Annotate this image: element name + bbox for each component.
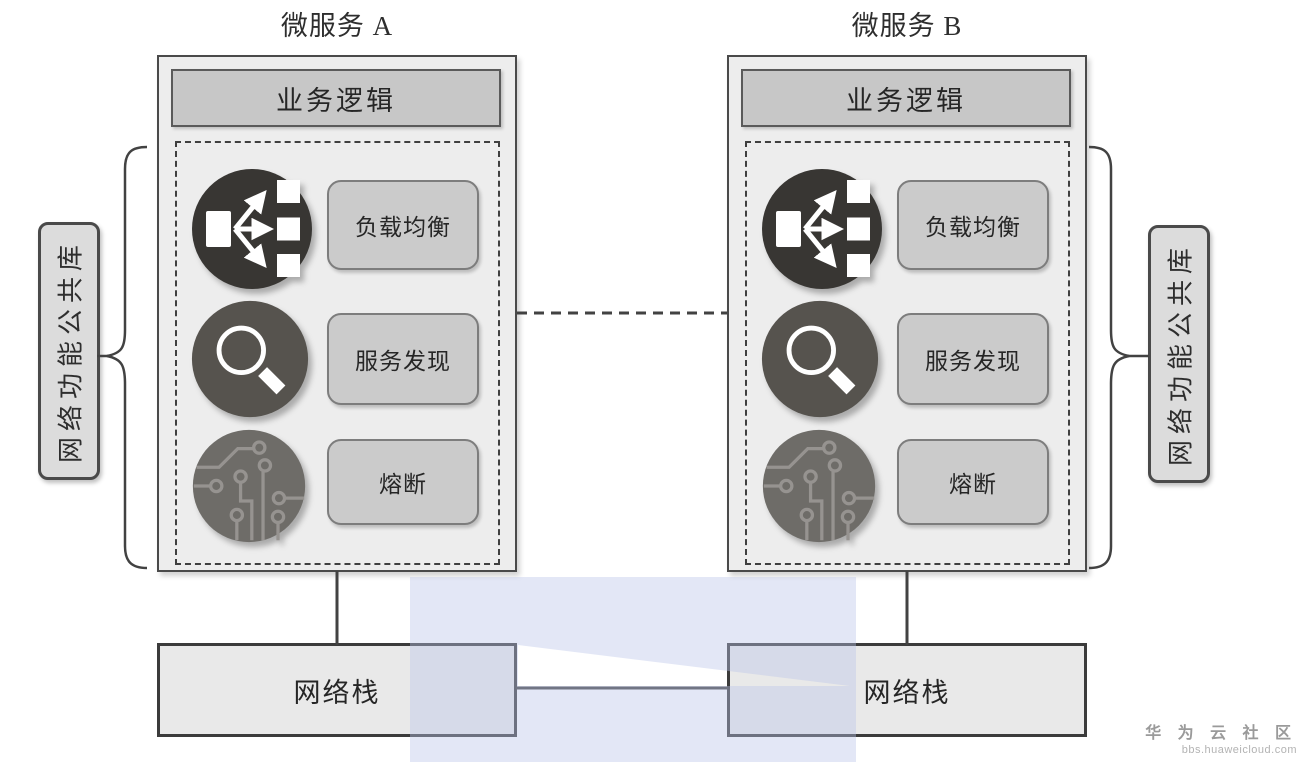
service-discovery-icon	[190, 299, 310, 419]
feature-label: 服务发现	[897, 313, 1049, 405]
service-a-box: 业务逻辑 负载均衡 服务发现 熔断	[157, 55, 517, 572]
feature-label: 负载均衡	[327, 180, 479, 270]
feature-label: 熔断	[327, 439, 479, 525]
watermark-site: bbs.huaweicloud.com	[1181, 744, 1297, 756]
side-label-right: 网络功能公共库	[1148, 225, 1210, 483]
feature-label: 服务发现	[327, 313, 479, 405]
right-brace	[1088, 145, 1130, 570]
circuit-breaker-icon	[191, 428, 307, 544]
network-lib-panel	[745, 141, 1070, 565]
service-a-title: 微服务 A	[280, 11, 394, 41]
side-label-left: 网络功能公共库	[38, 222, 100, 480]
network-stack-a: 网络栈	[157, 643, 517, 737]
service-b-box: 业务逻辑 负载均衡 服务发现 熔断	[727, 55, 1087, 572]
network-lib-panel	[175, 141, 500, 565]
load-balancer-icon	[190, 167, 314, 291]
service-b-title: 微服务 B	[851, 11, 963, 41]
watermark-brand: 华 为 云 社 区	[1145, 725, 1297, 742]
feature-label: 熔断	[897, 439, 1049, 525]
circuit-breaker-icon	[761, 428, 877, 544]
left-brace	[106, 145, 148, 570]
feature-label: 负载均衡	[897, 180, 1049, 270]
business-logic-bar: 业务逻辑	[741, 69, 1071, 127]
business-logic-bar: 业务逻辑	[171, 69, 501, 127]
network-stack-b: 网络栈	[727, 643, 1087, 737]
watermark: 华 为 云 社 区 bbs.huaweicloud.com	[1145, 719, 1297, 756]
load-balancer-icon	[760, 167, 884, 291]
service-discovery-icon	[760, 299, 880, 419]
